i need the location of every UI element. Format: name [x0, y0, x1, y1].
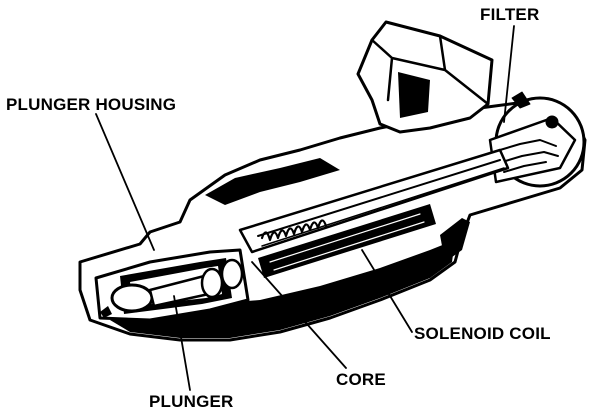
plunger-label: PLUNGER [149, 392, 234, 411]
solenoid-coil [258, 204, 436, 278]
leader-core [251, 261, 347, 369]
filter-inlet [488, 91, 586, 188]
connector-housing [356, 20, 494, 134]
leader-plunger-housing [95, 113, 155, 251]
core-spring [260, 219, 328, 242]
leader-lines [95, 25, 515, 391]
core-label: CORE [336, 370, 386, 389]
plunger-part [100, 258, 244, 318]
plunger-housing-label: PLUNGER HOUSING [6, 95, 177, 114]
solenoid-coil-label: SOLENOID COIL [414, 324, 551, 343]
leader-solenoid-coil [361, 249, 413, 333]
leader-plunger [173, 295, 191, 391]
leader-filter [503, 25, 515, 123]
filter-label: FILTER [480, 5, 540, 24]
